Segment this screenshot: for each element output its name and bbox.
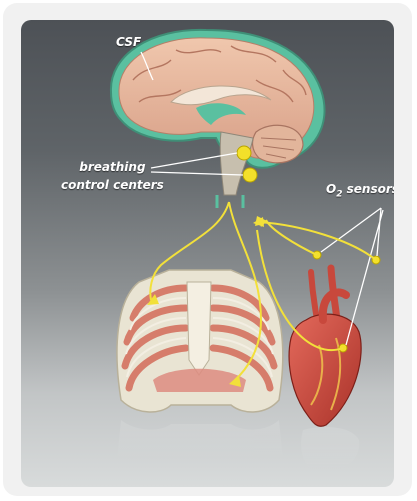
breathing-control-centers-label: breathing control centers — [61, 158, 164, 194]
respiration-diagram — [21, 20, 394, 487]
diagram-panel: CSF breathing control centers O2 sensors — [21, 20, 394, 487]
control-center-dot-upper — [237, 146, 251, 160]
outer-frame: CSF breathing control centers O2 sensors — [3, 3, 412, 496]
o2-prefix: O — [326, 182, 336, 196]
csf-label: CSF — [116, 35, 141, 49]
o2-sensors-label: O2 sensors — [326, 182, 394, 199]
control-center-dot-lower — [243, 168, 257, 182]
o2-suffix: sensors — [342, 182, 394, 196]
floor-reflection — [117, 420, 359, 470]
breathing-label-line1: breathing — [61, 158, 164, 176]
heart-icon — [289, 268, 361, 426]
breathing-label-line2: control centers — [61, 176, 164, 194]
